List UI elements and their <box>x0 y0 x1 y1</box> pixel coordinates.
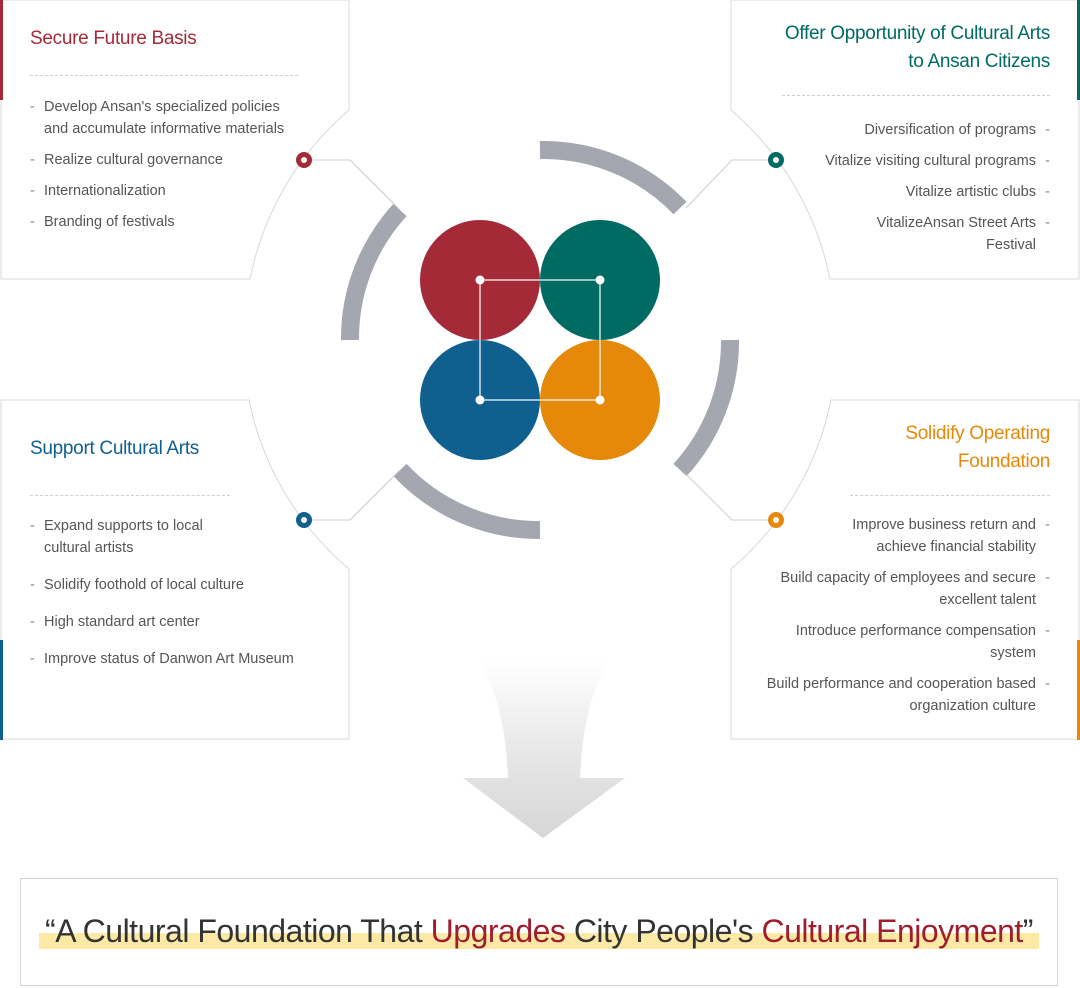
motto-highlight: “A Cultural Foundation That Upgrades Cit… <box>39 913 1039 949</box>
motto-text: “A Cultural Foundation That Upgrades Cit… <box>21 911 1057 951</box>
down-arrow <box>463 660 625 838</box>
accent-bar-red <box>0 0 3 100</box>
panel-title: Solidify Operating Foundation <box>905 420 1050 476</box>
close-quote: ” <box>1022 913 1034 949</box>
list-item: Vitalize visiting cultural programs <box>790 150 1050 172</box>
list-item: Solidify foothold of local culture <box>30 574 320 596</box>
arc-left <box>340 203 407 341</box>
item-list: Improve business return and achieve fina… <box>750 514 1050 726</box>
motto-emphasis-upgrades: Upgrades <box>430 913 566 949</box>
list-item: High standard art center <box>30 611 320 633</box>
motto-emphasis-cultural-enjoyment: Cultural Enjoyment <box>761 913 1023 949</box>
inner-dot-orange <box>595 395 605 405</box>
item-list: Diversification of programs Vitalize vis… <box>790 119 1050 265</box>
panel-title-line1: Solidify Operating <box>905 423 1050 444</box>
panel-offer-opportunity: Offer Opportunity of Cultural Arts to An… <box>730 0 1080 280</box>
list-item: Improve business return and achieve fina… <box>750 514 1050 558</box>
list-item: Branding of festivals <box>30 211 290 233</box>
motto-part2: City People's <box>565 913 762 949</box>
open-quote: “ <box>45 913 56 949</box>
panel-title-line2: Foundation <box>957 451 1050 472</box>
connector-top-right <box>685 159 776 209</box>
inner-dot-red <box>475 275 485 285</box>
list-item: VitalizeAnsan Street Arts Festival <box>790 212 1050 256</box>
panel-divider <box>30 495 230 496</box>
panel-support-cultural-arts: Support Cultural Arts Expand supports to… <box>0 400 350 740</box>
panel-divider <box>850 495 1050 496</box>
inner-square <box>479 279 601 401</box>
list-item: Internationalization <box>30 180 290 202</box>
list-item: Realize cultural governance <box>30 149 290 171</box>
panel-divider <box>30 75 298 76</box>
panel-title: Support Cultural Arts <box>30 438 200 459</box>
list-item: Improve status of Danwon Art Museum <box>30 648 320 670</box>
arc-top <box>539 140 687 215</box>
arc-bottom <box>393 463 541 540</box>
list-item: Build performance and cooperation based … <box>750 673 1050 717</box>
arc-right <box>673 339 740 477</box>
item-list: Develop Ansan's specialized policies and… <box>30 96 290 242</box>
connector-top-left <box>304 159 401 211</box>
list-item: Develop Ansan's specialized policies and… <box>30 96 290 140</box>
inner-dot-blue <box>475 395 485 405</box>
inner-dot-green <box>595 275 605 285</box>
list-item: Build capacity of employees and secure e… <box>750 567 1050 611</box>
panel-title-line2: to Ansan Citizens <box>908 51 1050 72</box>
panel-solidify-operating-foundation: Solidify Operating Foundation Improve bu… <box>730 400 1080 740</box>
accent-bar-blue <box>0 640 3 740</box>
item-list: Expand supports to local cultural artist… <box>30 515 320 679</box>
motto-box: “A Cultural Foundation That Upgrades Cit… <box>20 878 1058 986</box>
list-item: Vitalize artistic clubs <box>790 181 1050 203</box>
list-item: Diversification of programs <box>790 119 1050 141</box>
list-item: Introduce performance compensation syste… <box>750 620 1050 664</box>
panel-title: Offer Opportunity of Cultural Arts to An… <box>785 20 1050 76</box>
accent-bar-green <box>1077 0 1080 100</box>
panel-secure-future-basis: Secure Future Basis Develop Ansan's spec… <box>0 0 350 280</box>
panel-title-line1: Offer Opportunity of Cultural Arts <box>784 23 1050 44</box>
accent-bar-orange <box>1077 640 1080 740</box>
list-item: Expand supports to local cultural artist… <box>30 515 320 559</box>
panel-title: Secure Future Basis <box>30 28 197 49</box>
motto-part1: A Cultural Foundation That <box>55 913 431 949</box>
panel-divider <box>782 95 1050 96</box>
